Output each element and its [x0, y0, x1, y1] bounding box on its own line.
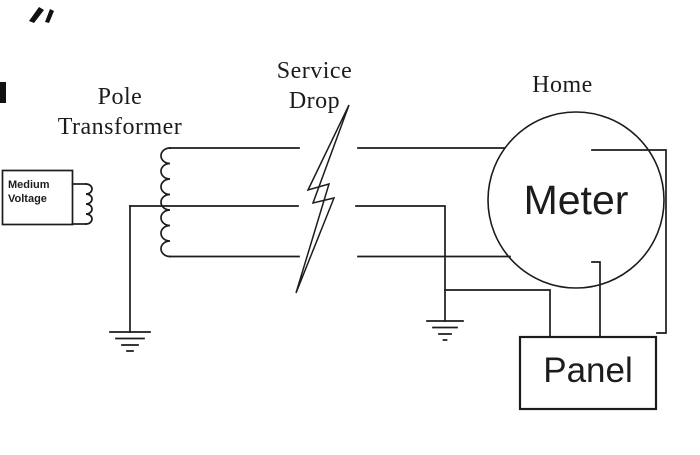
pole-transformer-label: Pole Transformer — [35, 82, 205, 142]
secondary-coil — [160, 147, 171, 258]
pole-transformer-label-line2: Transformer — [57, 114, 183, 140]
service-drop-label-line2: Drop — [288, 88, 341, 114]
panel-box — [518, 335, 658, 411]
scan-artifact-left-edge — [0, 82, 6, 103]
panel-label: Panel — [543, 351, 633, 390]
primary-coil — [85, 183, 93, 225]
medium-voltage-label: Medium Voltage — [8, 178, 50, 206]
service-ground-symbol — [426, 320, 464, 341]
meter-label: Meter — [523, 177, 629, 223]
wire-meter-top-output — [591, 149, 667, 334]
medium-voltage-label-line2: Voltage — [8, 193, 47, 205]
pole-transformer-label-line1: Pole — [97, 84, 143, 110]
medium-voltage-box — [1, 169, 74, 226]
lightning-bolt-icon — [295, 104, 350, 294]
home-label: Home — [532, 72, 593, 98]
meter-circle — [487, 111, 665, 289]
medium-voltage-label-line1: Medium — [8, 179, 50, 191]
service-drop-label: Service Drop — [252, 56, 377, 116]
service-drop-label-line1: Service — [276, 58, 353, 84]
scan-artifact-top-left — [29, 7, 54, 23]
wire-meter-bottom-output — [591, 261, 601, 338]
transformer-ground-symbol — [109, 331, 151, 352]
